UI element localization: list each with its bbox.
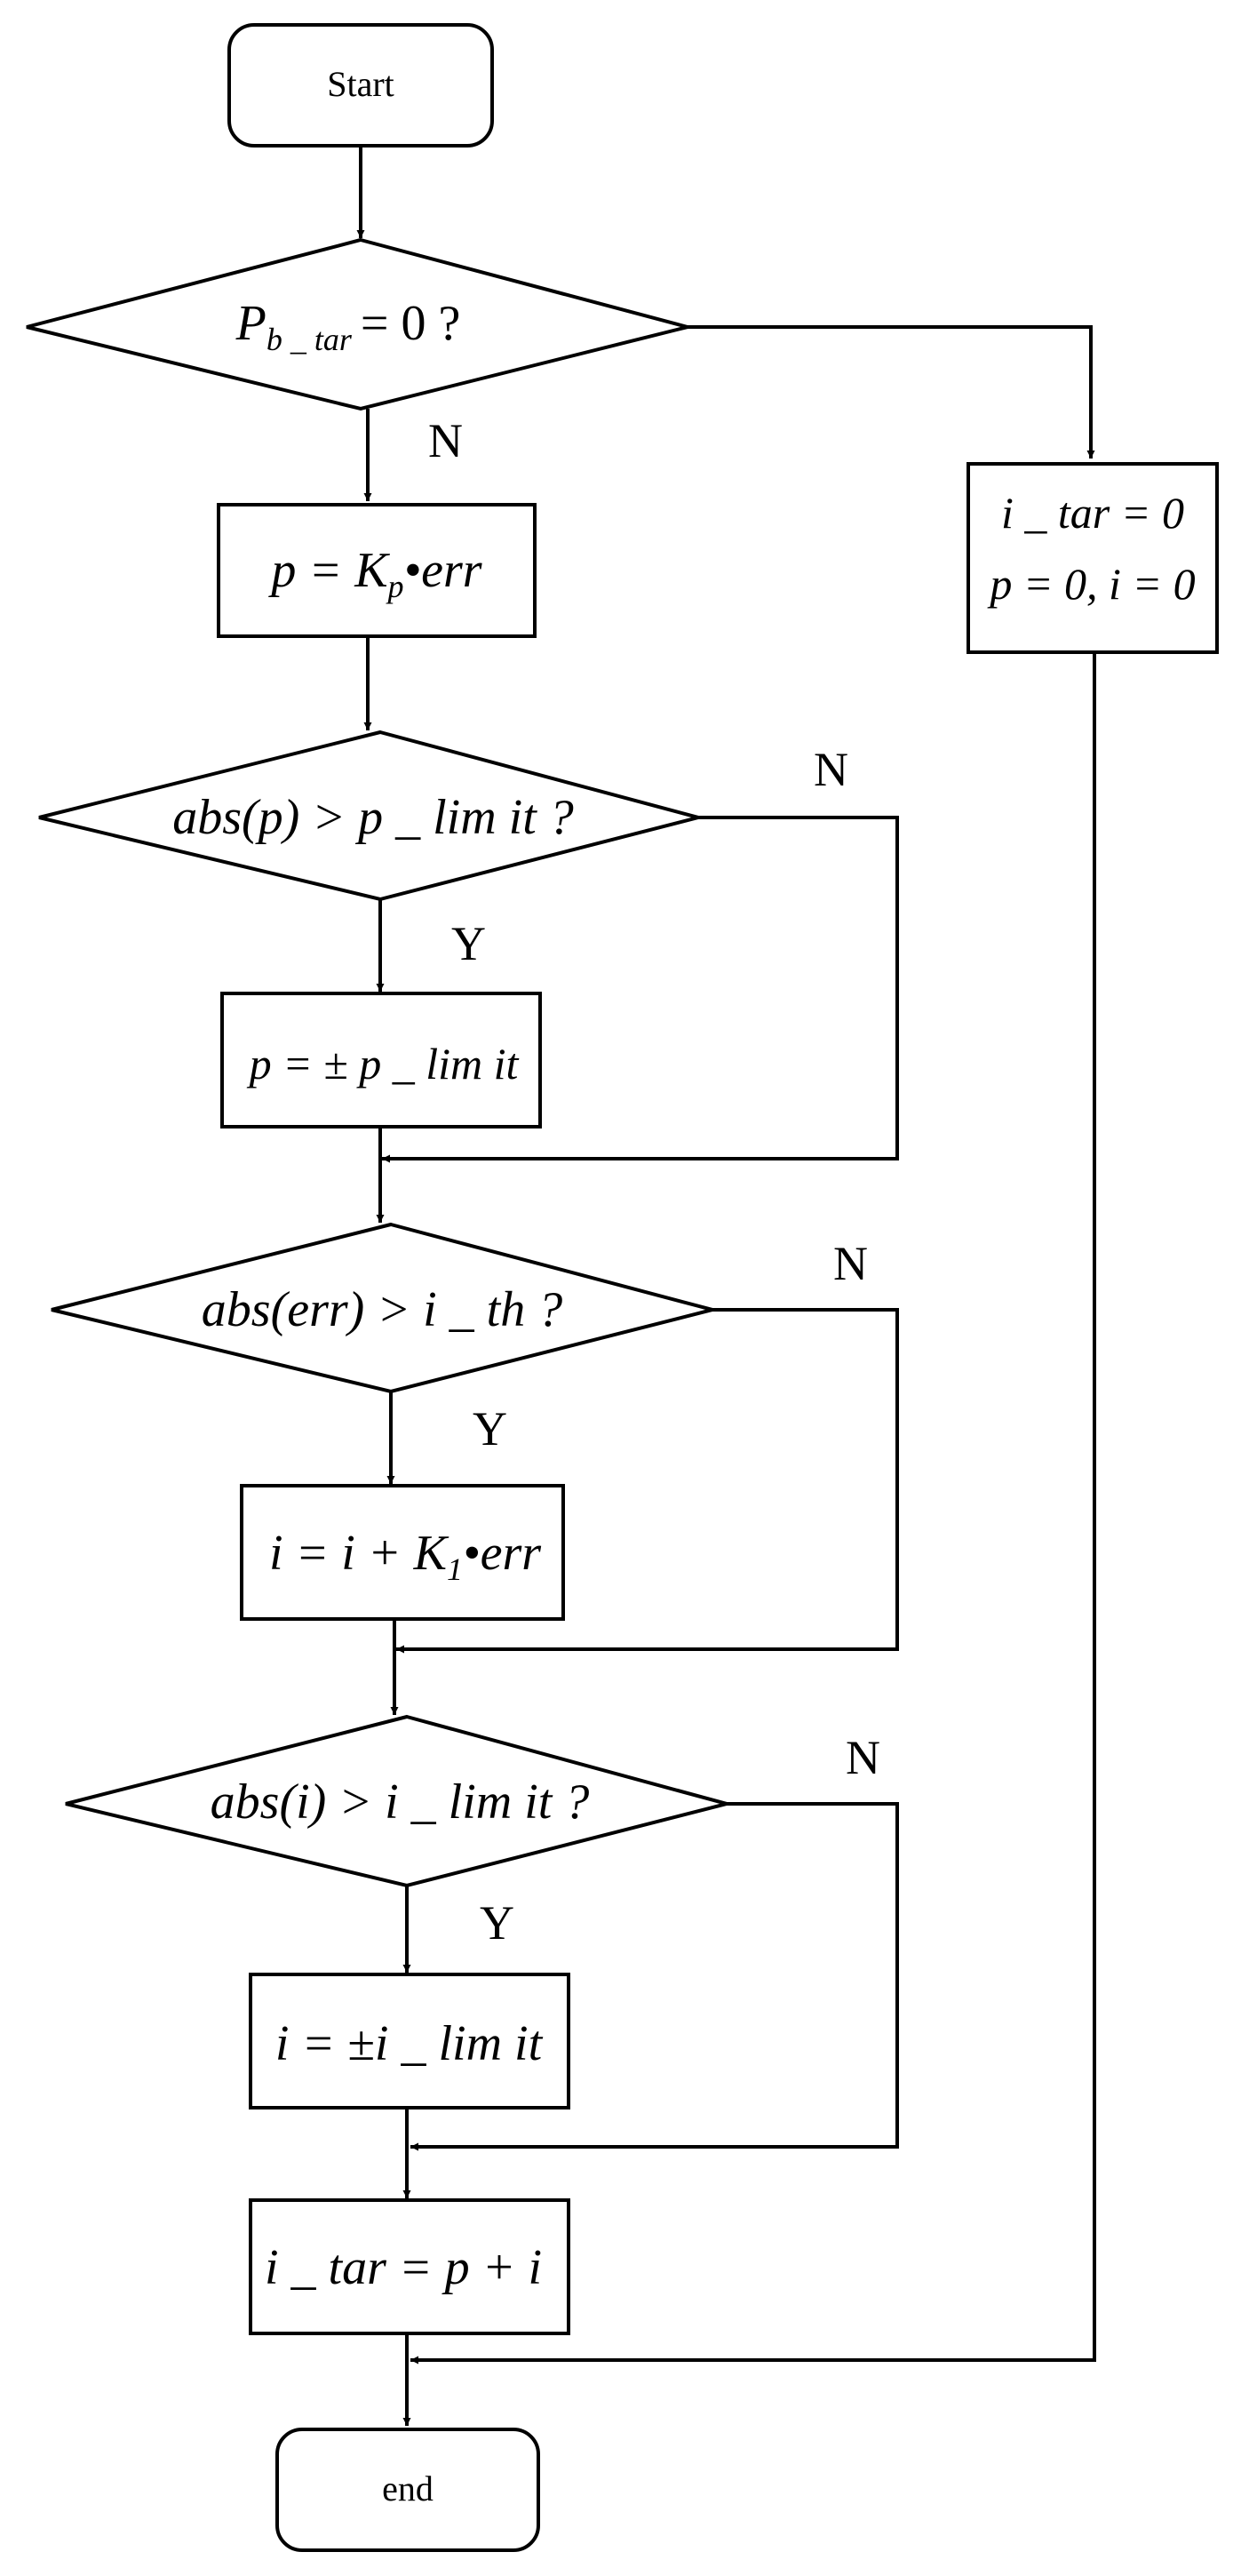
label-y2: Y bbox=[451, 917, 486, 970]
process-i-limit-text: i = ±i _ lim it bbox=[275, 2016, 544, 2071]
end-terminal bbox=[275, 2428, 540, 2552]
label-y4: Y bbox=[480, 1896, 514, 1950]
label-n1: N bbox=[428, 414, 463, 467]
process-reset bbox=[967, 462, 1219, 654]
decision-abs-p-text: abs(p) > p _ lim it ? bbox=[172, 790, 574, 845]
connector-d2-no bbox=[382, 816, 899, 1163]
process-i-update-text: i = i + K1•err bbox=[269, 1526, 541, 1587]
connector-d1-yes-right bbox=[688, 325, 1095, 459]
decision-abs-err-text: abs(err) > i _ th ? bbox=[202, 1282, 562, 1337]
process-i-limit bbox=[249, 1973, 570, 2109]
connector-d4-no bbox=[410, 1802, 899, 2151]
label-n4: N bbox=[846, 1731, 880, 1784]
start-label: Start bbox=[327, 64, 394, 104]
decision-abs-i-text: abs(i) > i _ lim it ? bbox=[211, 1774, 590, 1830]
process-p-limit-text: p = ± p _ lim it bbox=[247, 1039, 520, 1089]
connector-d3-no bbox=[396, 1308, 899, 1654]
process-i-tar bbox=[249, 2198, 570, 2335]
process-p-assign bbox=[217, 503, 537, 638]
process-p-limit bbox=[220, 992, 542, 1128]
decision-pb-zero-text: Pb _ tar= 0 ? bbox=[235, 296, 461, 357]
label-n2: N bbox=[814, 743, 848, 796]
label-y3: Y bbox=[473, 1402, 507, 1455]
label-n3: N bbox=[833, 1237, 868, 1290]
connector-reset-end bbox=[410, 652, 1096, 2365]
process-i-update bbox=[240, 1484, 565, 1621]
process-reset-line2: p = 0, i = 0 bbox=[987, 559, 1195, 609]
process-reset-line1: i _ tar = 0 bbox=[1001, 488, 1184, 538]
process-i-tar-text: i _ tar = p + i bbox=[265, 2240, 542, 2295]
decision-pb-zero bbox=[26, 237, 688, 411]
process-p-assign-text: p = Kp•err bbox=[267, 543, 481, 604]
end-label: end bbox=[382, 2468, 434, 2508]
